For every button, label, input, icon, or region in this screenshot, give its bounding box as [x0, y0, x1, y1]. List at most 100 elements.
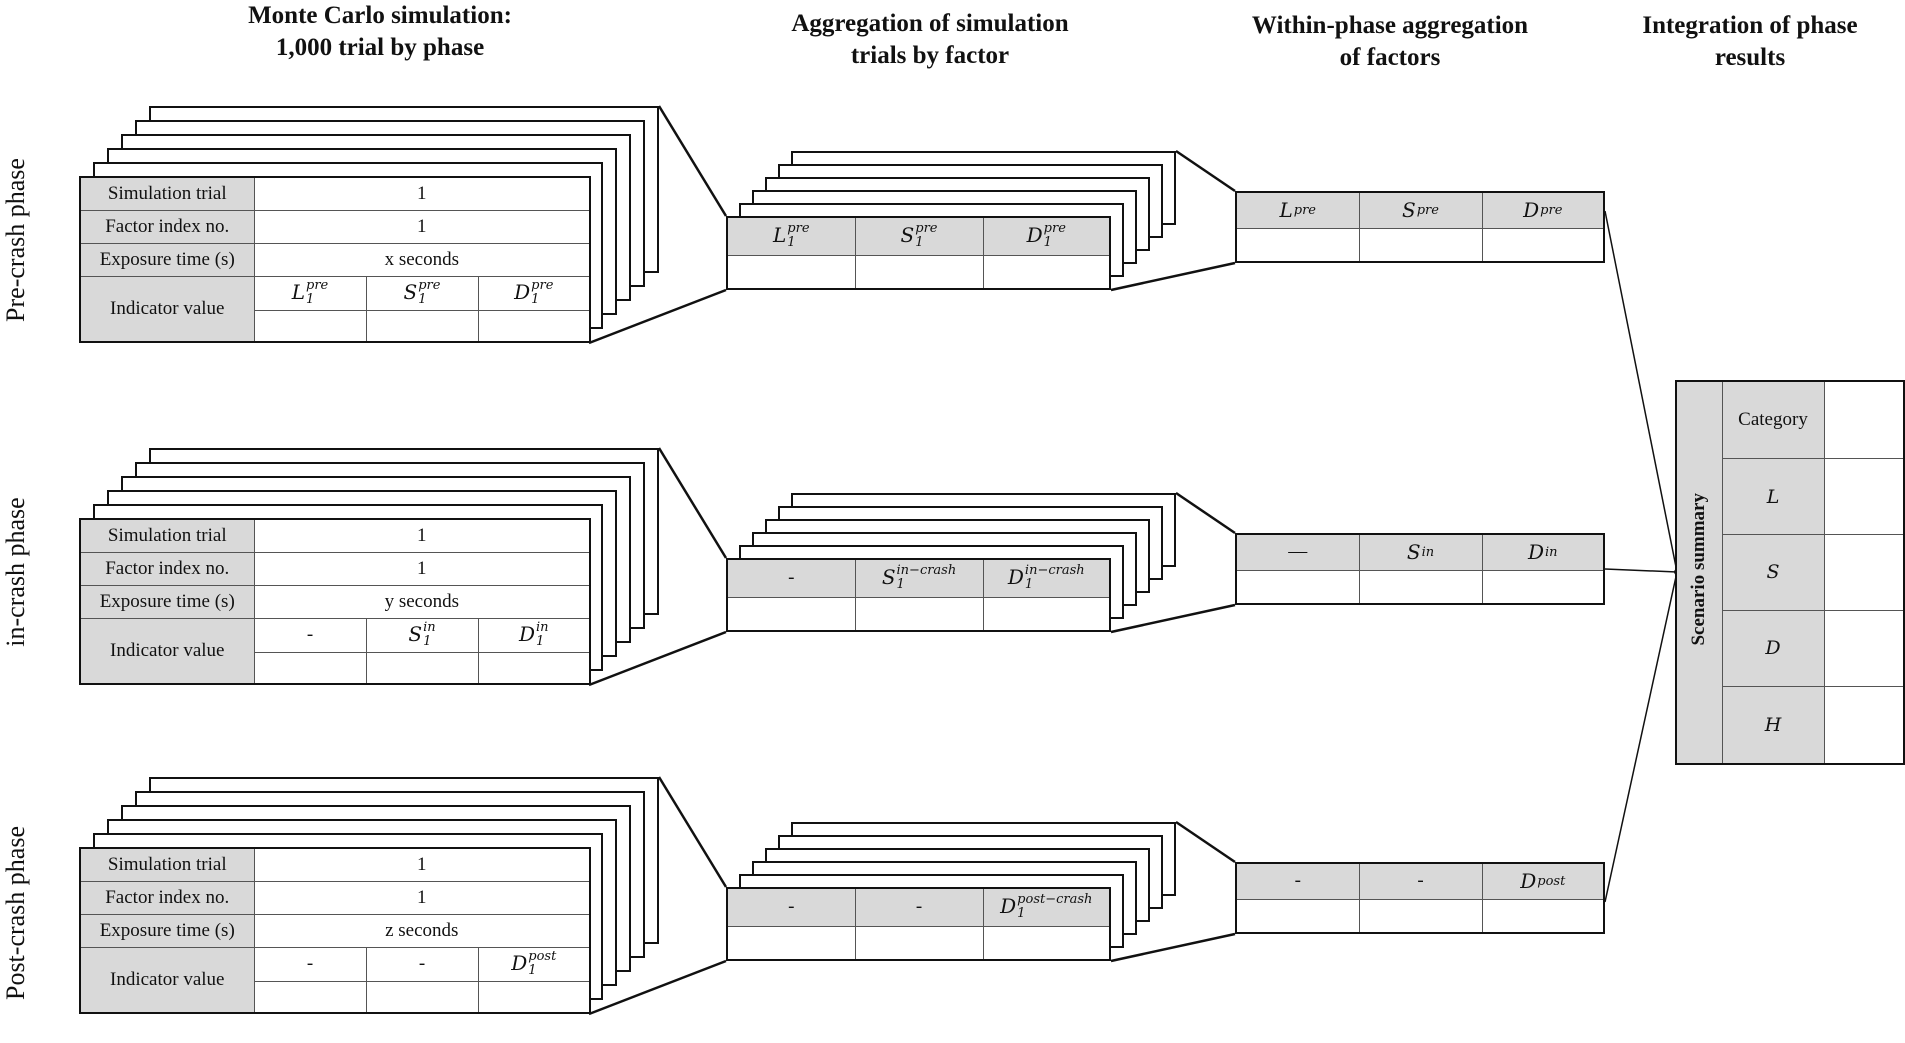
simulation-field-label: Simulation trial	[79, 518, 255, 553]
within-phase-value-cell	[1481, 569, 1605, 605]
summary-row-label: S	[1721, 533, 1825, 611]
connector-line	[1604, 568, 1678, 573]
connector-line	[657, 105, 728, 217]
simulation-field-label: Exposure time (s)	[79, 913, 255, 948]
connector-line	[657, 447, 728, 559]
summary-row-label: Category	[1721, 380, 1825, 460]
symbol-subscript: 1	[787, 235, 796, 251]
symbol-superscript: pre	[1540, 203, 1563, 219]
symbol-base: D	[518, 621, 536, 646]
symbol-subscript: 1	[418, 292, 427, 307]
symbol-base: D	[1007, 564, 1024, 589]
indicator-value-label: Indicator value	[79, 275, 255, 343]
simulation-field-label: Exposure time (s)	[79, 242, 255, 277]
aggregation-value-cell	[982, 925, 1111, 961]
symbol-subscript: 1	[306, 292, 315, 307]
simulation-field-value: z seconds	[253, 913, 591, 948]
summary-row-label: H	[1721, 685, 1825, 765]
connector-line	[588, 288, 727, 345]
summary-row-value	[1823, 685, 1905, 765]
symbol-base: S	[881, 564, 896, 589]
aggregation-value-cell	[854, 925, 984, 961]
column-title-line: results	[1714, 44, 1786, 71]
connector-line	[1604, 571, 1678, 903]
aggregation-value-cell	[726, 596, 856, 632]
symbol-superscript: pre	[418, 278, 441, 293]
column-title-aggregation-trials: Aggregation of simulation trials by fact…	[760, 8, 1100, 72]
indicator-value-label: Indicator value	[79, 617, 255, 685]
summary-row-value	[1823, 609, 1905, 687]
indicator-header-cell: -	[253, 617, 367, 653]
symbol-superscript: in−crash	[896, 563, 957, 579]
within-phase-value-cell	[1235, 569, 1360, 605]
symbol-base: D	[1527, 539, 1544, 564]
within-phase-value-cell	[1481, 898, 1605, 934]
simulation-field-value: 1	[253, 209, 591, 244]
symbol-subscript: 1	[423, 634, 432, 649]
column-title-line: trials by factor	[850, 42, 1010, 69]
symbol-superscript: in	[1545, 545, 1558, 561]
column-title-integration: Integration of phase results	[1600, 10, 1900, 74]
simulation-field-label: Factor index no.	[79, 880, 255, 915]
summary-row-value	[1823, 458, 1905, 535]
symbol-base: S	[900, 222, 915, 247]
connector-line	[657, 776, 728, 888]
column-title-line: Monte Carlo simulation:	[248, 2, 512, 29]
indicator-value-cell	[253, 651, 367, 685]
aggregation-value-cell	[854, 254, 984, 290]
summary-row-value	[1823, 380, 1905, 460]
symbol-base: S	[408, 621, 423, 646]
symbol-base: D	[514, 279, 531, 304]
within-phase-header-cell: —	[1235, 533, 1360, 571]
symbol-base: L	[291, 279, 306, 304]
aggregation-header-cell: -	[726, 558, 856, 598]
simulation-field-value: 1	[253, 847, 591, 882]
symbol-subscript: 1	[1024, 577, 1034, 593]
scenario-summary-header: Scenario summary	[1675, 380, 1723, 765]
simulation-field-value: y seconds	[253, 584, 591, 619]
symbol-superscript: in	[536, 620, 549, 635]
connector-line	[588, 630, 727, 687]
symbol-subscript: 1	[896, 577, 905, 593]
indicator-value-cell	[253, 980, 367, 1014]
connector-line	[1110, 603, 1236, 634]
phase-label: Post-crash phase	[1, 826, 30, 1001]
symbol-base: S	[1402, 197, 1416, 222]
column-title-simulation: Monte Carlo simulation: 1,000 trial by p…	[180, 0, 580, 64]
scenario-summary-title: Scenario summary	[1688, 493, 1710, 646]
aggregation-value-cell	[726, 254, 856, 290]
summary-row-label: L	[1721, 458, 1825, 535]
symbol-superscript: in	[1421, 545, 1435, 561]
symbol-subscript: 1	[1043, 235, 1052, 251]
symbol-subscript: 1	[528, 963, 537, 978]
phase-label: in-crash phase	[1, 497, 30, 647]
aggregation-value-cell	[982, 254, 1111, 290]
within-phase-header-cell: -	[1235, 862, 1360, 900]
simulation-field-label: Simulation trial	[79, 176, 255, 211]
